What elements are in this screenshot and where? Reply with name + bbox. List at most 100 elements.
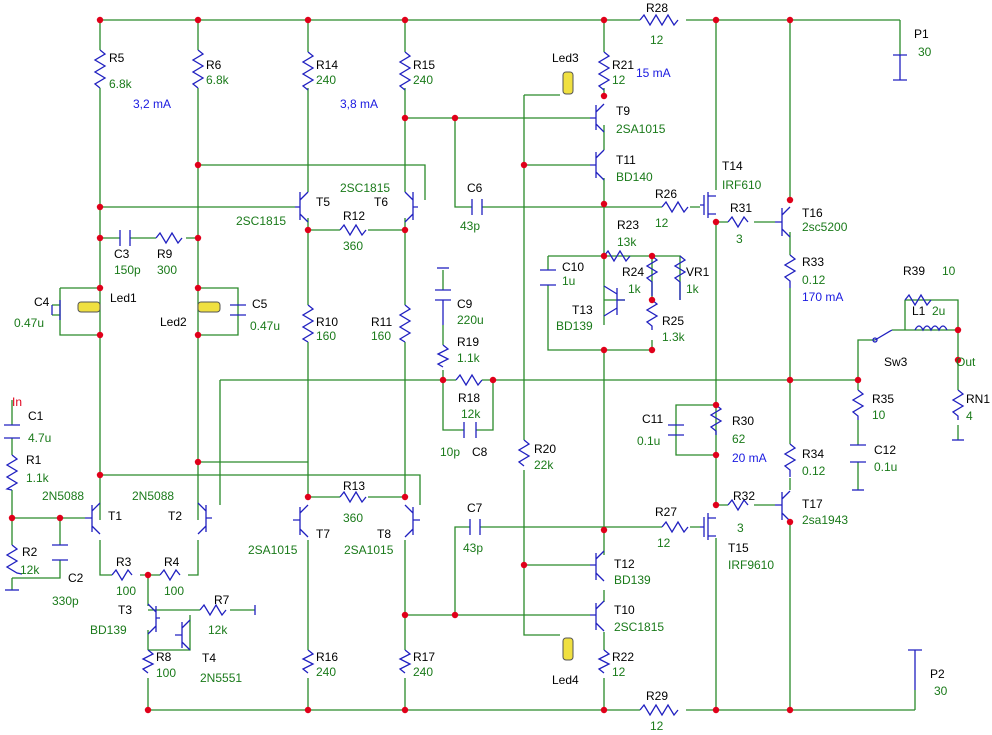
junction-dot (194, 161, 202, 169)
junction-dot (401, 611, 409, 619)
label-r18: R18 (458, 391, 480, 405)
value-t14: IRF610 (722, 178, 762, 192)
label-r4: R4 (164, 555, 180, 569)
label-t16: T16 (802, 206, 823, 220)
junction-dot (96, 203, 104, 211)
led3-icon (562, 71, 574, 95)
label-r10: R10 (316, 315, 338, 329)
label-t14: T14 (722, 159, 743, 173)
label-t4: T4 (202, 651, 216, 665)
junction-dot (401, 114, 409, 122)
value-c11: 0.1u (637, 434, 660, 448)
label-c12: C12 (874, 443, 896, 457)
value-r31: 3 (736, 232, 743, 246)
value-t1: 2N5088 (42, 489, 84, 503)
junction-dot (600, 706, 608, 714)
label-input: In (12, 395, 22, 409)
value-r35: 10 (872, 408, 886, 422)
junction-dot (96, 284, 104, 292)
junction-dot (401, 226, 409, 234)
value-t7: 2SA1015 (248, 543, 298, 557)
label-output: Out (956, 355, 976, 369)
junction-dot (56, 514, 64, 522)
junction-dot (451, 114, 459, 122)
junction-dot (194, 234, 202, 242)
value-r20: 22k (534, 458, 554, 472)
junction-dot (96, 471, 104, 479)
junction-dot (712, 16, 720, 24)
label-t1: T1 (108, 509, 122, 523)
value-c9: 220u (457, 313, 484, 327)
value-r5: 6.8k (109, 77, 133, 91)
led2-icon (197, 301, 221, 313)
junction-dot (96, 234, 104, 242)
label-r17: R17 (413, 650, 435, 664)
junction-dot (712, 501, 720, 509)
label-r22: R22 (612, 650, 634, 664)
label-r6: R6 (206, 58, 222, 72)
junction-dot (712, 451, 720, 459)
junction-dot (600, 16, 608, 24)
value-r11: 160 (371, 329, 391, 343)
value-t12: BD139 (614, 573, 651, 587)
label-t7: T7 (316, 527, 330, 541)
label-r9: R9 (157, 247, 173, 261)
led1-icon (77, 301, 101, 313)
value-c7: 43p (463, 541, 483, 555)
value-t11: BD140 (616, 170, 653, 184)
junction-dot (712, 706, 720, 714)
junction-dot (96, 331, 104, 339)
value-r25: 1.3k (662, 330, 686, 344)
value-r6: 6.8k (206, 73, 230, 87)
label-t11: T11 (616, 153, 636, 167)
value-t16: 2sc5200 (802, 220, 848, 234)
value-r30: 62 (732, 432, 746, 446)
label-r11: R11 (371, 315, 392, 329)
label-c11: C11 (642, 412, 663, 426)
value-vr1: 1k (686, 282, 700, 296)
value-r13: 360 (343, 511, 363, 525)
led4-icon (562, 637, 574, 661)
value-c5: 0.47u (250, 319, 280, 333)
junction-dot (854, 376, 862, 384)
label-c1: C1 (28, 409, 44, 423)
label-sw3: Sw3 (884, 355, 908, 369)
value-r10: 160 (316, 329, 336, 343)
junction-dot (489, 376, 497, 384)
label-r24: R24 (622, 265, 644, 279)
label-c10: C10 (562, 260, 584, 274)
label-led2: Led2 (160, 315, 187, 329)
value-r17: 240 (413, 665, 433, 679)
current-driver-top: 15 mA (636, 66, 671, 80)
label-led4: Led4 (552, 673, 579, 687)
junction-dot (304, 226, 312, 234)
junction-dot (194, 458, 202, 466)
value-t6: 2SC1815 (340, 181, 390, 195)
label-r28: R28 (646, 1, 668, 15)
value-r7: 12k (208, 623, 228, 637)
junction-dot (712, 218, 720, 226)
label-t15: T15 (728, 541, 749, 555)
junction-dot (401, 706, 409, 714)
value-r12: 360 (343, 239, 363, 253)
label-t10: T10 (614, 603, 635, 617)
value-r15: 240 (413, 73, 433, 87)
junction-dot (304, 706, 312, 714)
value-c10: 1u (562, 274, 575, 288)
label-r26: R26 (655, 187, 677, 201)
value-t17: 2sa1943 (802, 513, 848, 527)
value-r23: 13k (617, 235, 637, 249)
junction-dot (520, 561, 528, 569)
label-t12: T12 (614, 557, 635, 571)
value-r2: 12k (20, 563, 40, 577)
value-r39: 10 (942, 264, 956, 278)
label-r20: R20 (534, 442, 556, 456)
value-r22: 12 (612, 665, 626, 679)
value-r3: 100 (116, 584, 136, 598)
label-c2: C2 (68, 571, 84, 585)
junction-dot (401, 16, 409, 24)
junction-dot (786, 706, 794, 714)
value-l1: 2u (932, 304, 945, 318)
value-p2: 30 (934, 684, 948, 698)
